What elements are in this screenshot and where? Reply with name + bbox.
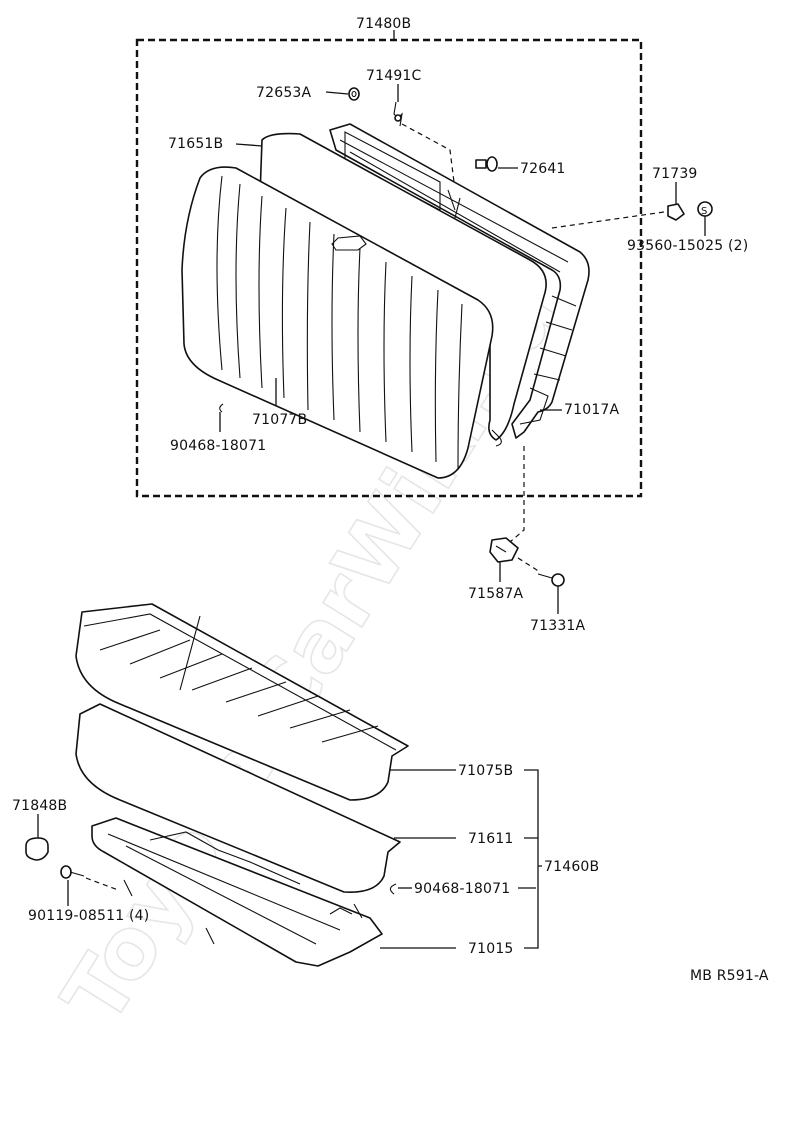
seat-back-assembly-frame xyxy=(135,30,643,498)
label-90468-18071-lower: 90468-18071 xyxy=(414,881,510,897)
relation-lines-upper xyxy=(401,123,665,573)
label-71587A: 71587A xyxy=(468,586,524,602)
cushion-cover-71075B xyxy=(75,603,409,801)
hinge-cover-71587A xyxy=(489,537,519,563)
seat-back-pad-71651B xyxy=(259,132,547,447)
label-72653A: 72653A xyxy=(256,85,312,101)
retainer-72653A xyxy=(348,87,360,101)
label-90119-08511: 90119-08511 (4) xyxy=(28,908,149,924)
seat-back-cover-71077B xyxy=(181,166,494,479)
label-71077B: 71077B xyxy=(252,412,307,428)
label-71739: 71739 xyxy=(652,166,698,182)
clip-90468-upper xyxy=(219,403,224,413)
cushion-frame-71015 xyxy=(91,817,383,967)
hook-71491C xyxy=(393,101,403,127)
label-71491C: 71491C xyxy=(366,68,422,84)
clip-90468-lower xyxy=(389,883,397,895)
label-71075B: 71075B xyxy=(458,763,513,779)
label-90468-18071-upper: 90468-18071 xyxy=(170,438,266,454)
label-71611: 71611 xyxy=(468,831,514,847)
bolt-72641 xyxy=(475,156,498,172)
cap-71848B xyxy=(25,837,49,861)
cushion-pad-71611 xyxy=(75,703,401,893)
bracket-71739 xyxy=(667,203,685,221)
svg-text:S: S xyxy=(701,206,708,217)
label-71017A: 71017A xyxy=(564,402,620,418)
relation-line-lower xyxy=(85,877,119,891)
bolt-71331A xyxy=(537,573,565,587)
label-71331A: 71331A xyxy=(530,618,586,634)
label-71651B: 71651B xyxy=(168,136,223,152)
label-71015: 71015 xyxy=(468,941,514,957)
bolt-90119 xyxy=(60,865,85,879)
label-71480B: 71480B xyxy=(356,16,411,32)
label-71460B: 71460B xyxy=(544,859,599,875)
leader-lines xyxy=(37,84,706,949)
label-71848B: 71848B xyxy=(12,798,67,814)
screw-93560: S xyxy=(697,201,713,217)
label-93560-15025: 93560-15025 (2) xyxy=(627,238,748,254)
label-72641: 72641 xyxy=(520,161,566,177)
drawing-code: MB R591-A xyxy=(690,968,769,984)
